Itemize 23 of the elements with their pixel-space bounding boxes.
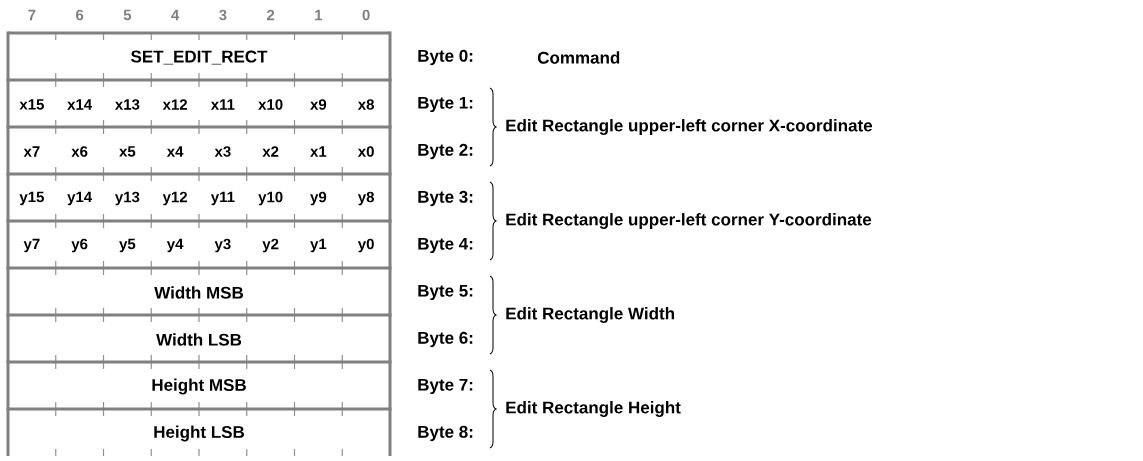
field-description: Edit Rectangle Width — [506, 307, 674, 323]
register-row: Width MSB — [6, 266, 392, 317]
register-row: Height MSB — [6, 360, 392, 411]
register-row: SET_EDIT_RECT — [6, 31, 392, 82]
register-row: Width LSB — [6, 313, 392, 364]
byte-label: Byte 6: — [418, 331, 473, 348]
field-description: Edit Rectangle upper-left corner Y-coordinate — [506, 213, 872, 229]
field-description: Edit Rectangle upper-left corner X-coordinate — [506, 119, 873, 135]
register-row: x15 x14 x13 x12 x11 x10 x9 x8 — [6, 78, 392, 129]
byte-label: Byte 5: — [418, 284, 473, 301]
register-row: y7 y6 y5 y4 y3 y2 y1 y0 — [6, 219, 392, 270]
register-row: Height LSB — [6, 407, 392, 457]
byte-label: Byte 1: — [418, 96, 473, 113]
byte-label: Byte 0: — [418, 49, 473, 66]
byte-label: Byte 7: — [418, 378, 473, 395]
register-row: y15 y14 y13 y12 y11 y10 y9 y8 — [6, 172, 392, 223]
byte-label: Byte 4: — [418, 237, 473, 254]
byte-label: Byte 8: — [418, 425, 473, 442]
byte-label: Byte 2: — [418, 143, 473, 160]
field-description: Edit Rectangle Height — [506, 401, 681, 417]
byte-label: Byte 3: — [418, 190, 473, 207]
register-row: x7 x6 x5 x4 x3 x2 x1 x0 — [6, 125, 392, 176]
field-description: Command — [537, 51, 620, 64]
